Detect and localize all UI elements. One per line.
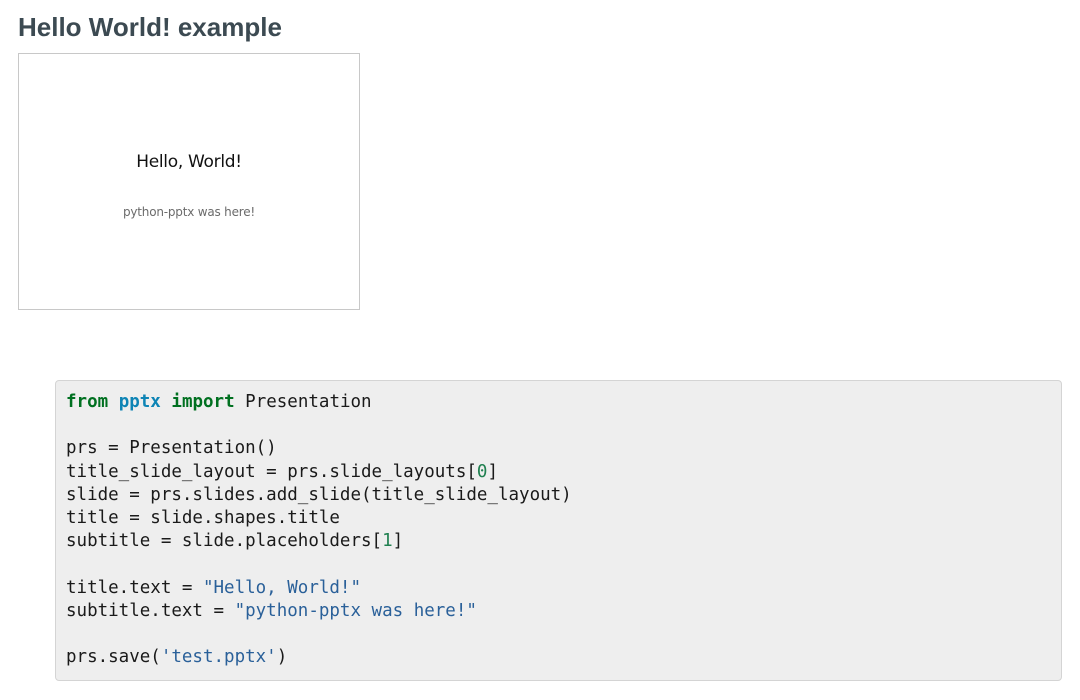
code-token: prs.save(: [66, 647, 161, 668]
code-line: title = slide.shapes.title: [66, 507, 1061, 530]
code-content: from pptx import Presentation prs = Pres…: [66, 391, 1061, 669]
code-token: subtitle = slide.placeholders[: [66, 531, 383, 552]
code-token: [108, 392, 119, 412]
code-line: [66, 414, 1061, 437]
code-token: title = slide.shapes.title: [66, 508, 340, 529]
code-line: title.text = "Hello, World!": [66, 577, 1061, 600]
slide-preview-image: Hello, World! python-pptx was here!: [18, 53, 360, 310]
code-token: 0: [476, 461, 488, 482]
code-token: ): [276, 647, 288, 668]
code-token: slide = prs.slides.add_slide(title_slide…: [66, 484, 572, 505]
code-token: import: [171, 392, 235, 412]
code-line: subtitle.text = "python-pptx was here!": [66, 600, 1061, 623]
slide-subtitle: python-pptx was here!: [122, 205, 256, 219]
code-line: prs.save('test.pptx'): [66, 646, 1061, 669]
code-token: subtitle.text =: [66, 600, 235, 621]
code-token: Presentation: [234, 392, 372, 412]
code-token: title.text =: [66, 577, 203, 598]
code-line: subtitle = slide.placeholders[1]: [66, 530, 1061, 553]
code-line: slide = prs.slides.add_slide(title_slide…: [66, 484, 1061, 507]
code-token: from: [66, 392, 109, 412]
code-token: "python-pptx was here!": [234, 600, 477, 621]
code-line: from pptx import Presentation: [66, 391, 1061, 414]
code-block: from pptx import Presentation prs = Pres…: [55, 380, 1062, 681]
code-line: [66, 623, 1061, 646]
page-heading: Hello World! example: [18, 12, 282, 42]
code-token: 1: [382, 531, 393, 552]
code-token: [161, 392, 172, 412]
code-token: prs = Presentation(): [66, 438, 277, 459]
code-token: ]: [392, 531, 404, 552]
code-token: "Hello, World!": [202, 577, 362, 598]
code-line: title_slide_layout = prs.slide_layouts[0…: [66, 461, 1061, 484]
code-token: 'test.pptx': [160, 647, 277, 668]
code-token: title_slide_layout = prs.slide_layouts[: [66, 461, 477, 482]
slide-title: Hello, World!: [136, 152, 242, 172]
code-line: prs = Presentation(): [66, 437, 1061, 460]
code-line: [66, 553, 1061, 576]
code-token: pptx: [118, 392, 161, 412]
code-token: ]: [487, 461, 498, 482]
